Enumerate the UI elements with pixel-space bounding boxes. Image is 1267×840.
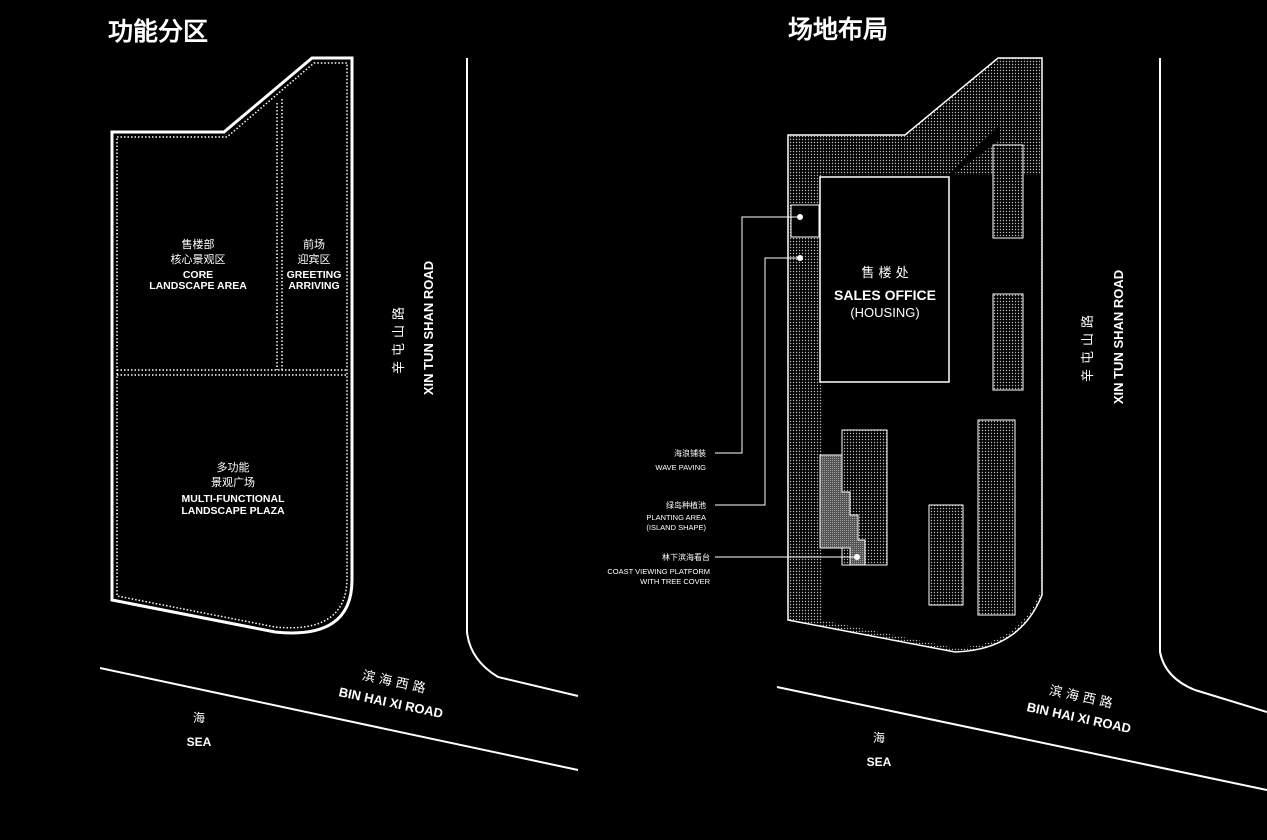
svg-text:SALES OFFICE: SALES OFFICE: [834, 287, 936, 303]
left-road-east-zh: 辛屯山路: [391, 302, 407, 374]
zone-core-label: 售楼部 核心景观区 CORE LANDSCAPE AREA: [149, 237, 247, 292]
entry-paving-box: [790, 204, 820, 238]
svg-text:COAST VIEWING PLATFORM: COAST VIEWING PLATFORM: [607, 567, 710, 576]
svg-text:CORE: CORE: [183, 269, 213, 281]
callout-platform-dot: [854, 554, 860, 560]
callout-planting-area: 绿岛种植池 PLANTING AREA (ISLAND SHAPE): [646, 500, 706, 532]
svg-text:LANDSCAPE PLAZA: LANDSCAPE PLAZA: [181, 505, 285, 517]
left-road-south-edge: [99, 667, 579, 771]
svg-text:售楼部: 售楼部: [182, 237, 215, 251]
svg-text:GREETING: GREETING: [287, 269, 342, 281]
callout-wave-paving: 海浪铺装 WAVE PAVING: [655, 448, 706, 472]
svg-text:PLANTING AREA: PLANTING AREA: [646, 513, 706, 522]
callout-planting-leader: [715, 257, 800, 506]
right-road-east-zh: 辛屯山路: [1080, 310, 1096, 382]
left-site-inner-boundary: [116, 62, 348, 629]
left-sea-en: SEA: [187, 735, 212, 749]
right-road-south-edge: [776, 686, 1267, 791]
planting-block-1: [992, 144, 1024, 239]
svg-text:(HOUSING): (HOUSING): [850, 305, 919, 320]
svg-text:WITH TREE COVER: WITH TREE COVER: [640, 577, 710, 586]
coast-viewing-platform: [819, 454, 866, 566]
svg-text:多功能: 多功能: [217, 460, 250, 474]
sales-office-label: 售 楼 处 SALES OFFICE (HOUSING): [834, 265, 936, 320]
right-road-east-en: XIN TUN SHAN ROAD: [1111, 270, 1126, 404]
svg-text:绿岛种植池: 绿岛种植池: [666, 500, 706, 510]
svg-text:海浪铺装: 海浪铺装: [674, 448, 706, 458]
left-title: 功能分区: [108, 17, 208, 46]
svg-text:景观广场: 景观广场: [211, 475, 255, 489]
left-road-east-edge: [466, 58, 579, 697]
right-title: 场地布局: [788, 15, 888, 44]
svg-text:售 楼 处: 售 楼 处: [861, 265, 908, 281]
left-panel: 功能分区 售楼部 核心景观区 CORE LANDSCAPE AREA 前场 迎宾…: [99, 17, 579, 771]
svg-text:ARRIVING: ARRIVING: [288, 280, 339, 292]
svg-text:前场: 前场: [303, 237, 325, 251]
planting-block-3: [977, 419, 1016, 616]
callout-coast-platform: 林下滨海看台 COAST VIEWING PLATFORM WITH TREE …: [607, 552, 710, 586]
left-site-boundary: [110, 56, 354, 635]
planting-block-4: [928, 504, 964, 606]
right-sea-zh: 海: [873, 730, 885, 745]
callout-wave-paving-leader: [715, 216, 800, 454]
svg-text:LANDSCAPE AREA: LANDSCAPE AREA: [149, 280, 247, 292]
planting-block-2: [992, 293, 1024, 391]
zone-greeting-label: 前场 迎宾区 GREETING ARRIVING: [287, 237, 342, 292]
svg-text:迎宾区: 迎宾区: [298, 252, 331, 266]
svg-text:核心景观区: 核心景观区: [171, 252, 226, 266]
svg-text:WAVE PAVING: WAVE PAVING: [655, 463, 706, 472]
right-road-east-edge: [1159, 58, 1267, 713]
right-sea-en: SEA: [867, 755, 892, 769]
left-road-south-en: BIN HAI XI ROAD: [337, 684, 444, 721]
left-road-east-en: XIN TUN SHAN ROAD: [421, 261, 436, 395]
right-panel: 场地布局 售 楼 处 SALES OFFICE (HOUSING): [607, 15, 1267, 791]
left-sea-zh: 海: [193, 710, 205, 725]
callout-wave-paving-dot: [797, 214, 803, 220]
svg-text:(ISLAND SHAPE): (ISLAND SHAPE): [646, 523, 706, 532]
zone-plaza-label: 多功能 景观广场 MULTI-FUNCTIONAL LANDSCAPE PLAZ…: [181, 460, 285, 517]
svg-text:MULTI-FUNCTIONAL: MULTI-FUNCTIONAL: [181, 493, 285, 505]
svg-text:林下滨海看台: 林下滨海看台: [662, 552, 710, 562]
sales-office-building: [819, 176, 950, 383]
callout-planting-dot: [797, 255, 803, 261]
